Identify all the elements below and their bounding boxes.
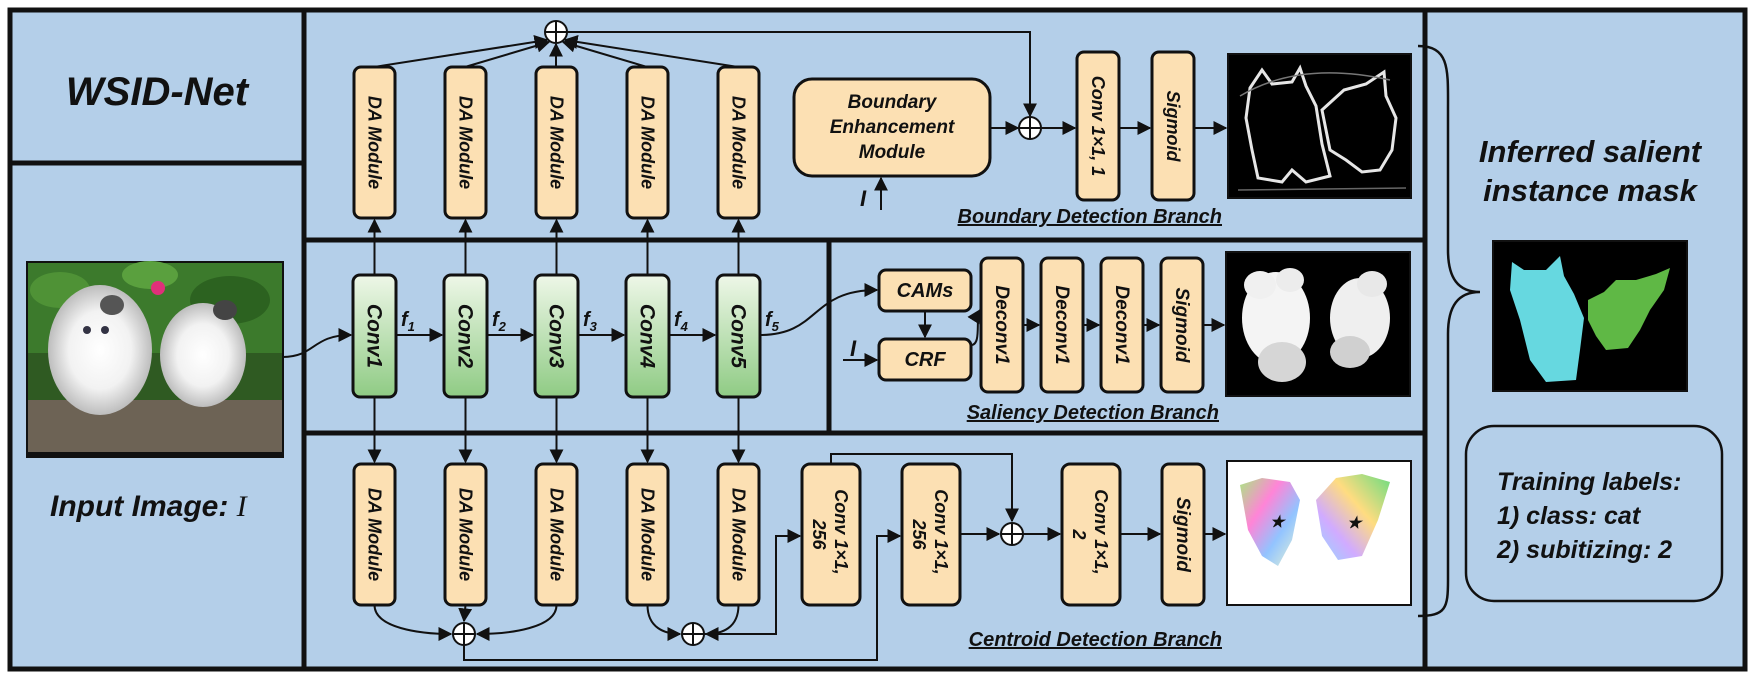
instance-mask-image: [1492, 240, 1688, 392]
saliency-sigmoid-label: Sigmoid: [1171, 288, 1192, 363]
da-module-top: [625, 65, 670, 220]
conv-label: Conv5: [727, 304, 750, 369]
bem-input-label: I: [860, 186, 867, 211]
feature-label: f1: [401, 309, 415, 334]
boundary-map-image: [1227, 53, 1412, 199]
boundary-sigmoid-block: [1150, 50, 1196, 202]
da-module-label: DA Module: [638, 488, 658, 581]
da-module-label: DA Module: [456, 488, 476, 581]
feature-label: f5: [765, 309, 780, 334]
boundary-sigmoid-label: Sigmoid: [1163, 91, 1183, 163]
sum-node-top: [544, 20, 568, 44]
training-labels-box: [1464, 424, 1724, 603]
boundary-conv-label: Conv 1×1, 1: [1088, 76, 1108, 177]
output-title-line1: Inferred salient: [1479, 134, 1703, 169]
boundary-branch-label: Boundary Detection Branch: [958, 206, 1222, 228]
sum-node-bottom-right: [681, 622, 705, 646]
centroid-da-modules: DA Module DA Module DA Module DA Module …: [352, 462, 761, 607]
sum-node-boundary: [1018, 116, 1042, 140]
saliency-branch-label: Saliency Detection Branch: [967, 402, 1219, 424]
feature-label: f3: [583, 309, 598, 334]
deconv-blocks: Deconv1 Deconv1 Deconv1: [979, 256, 1145, 394]
conv-label: Conv2: [454, 304, 477, 369]
cams-label: CAMs: [897, 280, 954, 302]
centroid-branch-label: Centroid Detection Branch: [969, 629, 1222, 651]
output-title-line2: instance mask: [1483, 173, 1698, 208]
deconv-label: Deconv1: [1051, 285, 1072, 364]
da-module-label: DA Module: [638, 96, 658, 189]
deconv-label: Deconv1: [991, 285, 1012, 364]
conv-label: Conv3: [545, 304, 568, 369]
training-labels-line1: Training labels:: [1497, 468, 1681, 496]
da-module-label: DA Module: [547, 96, 567, 189]
conv-label: Conv4: [636, 304, 659, 369]
centroid-conv-b-label: Conv 1×1, 256: [909, 489, 951, 580]
boundary-conv-block: [1075, 50, 1121, 202]
feature-label: f2: [492, 309, 507, 334]
da-module-top: [716, 65, 761, 220]
input-label: Input Image: I: [50, 490, 249, 523]
centroid-map-image: ★ ★: [1226, 460, 1412, 606]
centroid-conv-a-label: Conv 1×1, 256: [809, 489, 851, 580]
bem-label-line2: Enhancement: [830, 117, 955, 138]
training-labels-line3: 2) subitizing: 2: [1496, 536, 1672, 564]
page-title: WSID-Net: [66, 70, 250, 114]
da-module-label: DA Module: [456, 96, 476, 189]
title-panel: [12, 12, 303, 162]
centroid-conv-c-label: Conv 1×1, 2: [1069, 489, 1111, 580]
da-module-label: DA Module: [729, 96, 749, 189]
feature-label: f4: [674, 309, 689, 334]
da-module-label: DA Module: [365, 96, 385, 189]
training-labels-line2: 1) class: cat: [1497, 502, 1642, 530]
centroid-sigmoid-label: Sigmoid: [1172, 497, 1193, 572]
crf-label: CRF: [904, 349, 946, 371]
input-image: [26, 261, 284, 458]
conv-label: Conv1: [363, 304, 386, 368]
sum-node-centroid: [1000, 522, 1024, 546]
da-module-label: DA Module: [729, 488, 749, 581]
boundary-da-modules: DA Module DA Module DA Module DA Module …: [352, 65, 761, 220]
svg-text:★: ★: [1270, 514, 1287, 531]
da-module-label: DA Module: [547, 488, 567, 581]
brace: [1417, 44, 1481, 618]
da-module-label: DA Module: [365, 488, 385, 581]
bem-label-line1: Boundary: [848, 92, 938, 113]
deconv-label: Deconv1: [1111, 285, 1132, 364]
bem-label-line3: Module: [859, 142, 926, 163]
crf-block: [877, 337, 973, 382]
sum-node-bottom-left: [452, 622, 476, 646]
crf-input-label: I: [850, 336, 857, 361]
svg-text:★: ★: [1347, 515, 1364, 532]
outer-frame: [7, 7, 1748, 672]
backbone-convs: Conv1 Conv2 Conv3 Conv4 Conv5: [351, 273, 762, 399]
saliency-map-image: [1225, 251, 1411, 397]
